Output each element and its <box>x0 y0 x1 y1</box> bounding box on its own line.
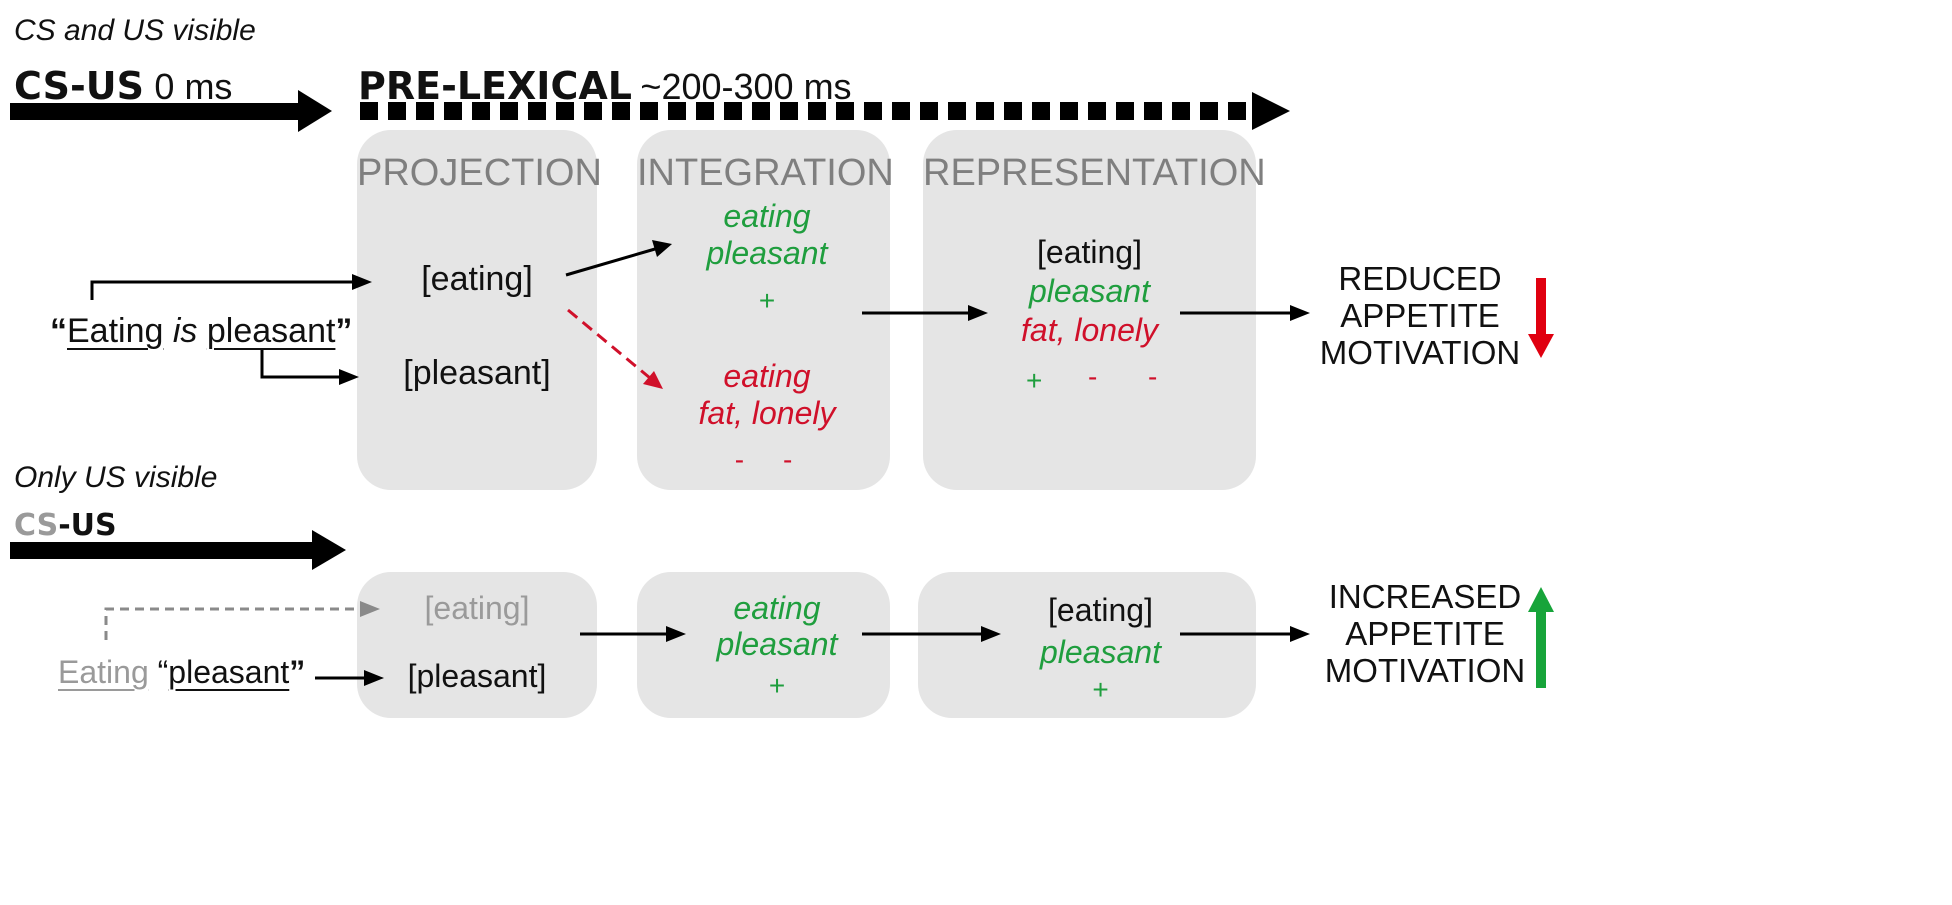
projection-panel-top <box>357 130 597 490</box>
csus-bold: CS-US <box>14 64 144 108</box>
us-part: -US <box>58 508 117 543</box>
projection-eating-bottom: [eating] <box>424 590 530 626</box>
condition-label-top: CS and US visible <box>14 14 256 47</box>
condition-label-bottom: Only US visible <box>14 461 218 494</box>
integration-to-representation-arrow-bottom <box>862 626 1001 642</box>
close-quote-bottom: ” <box>289 654 306 690</box>
stimulus-top: “Eating is pleasant” <box>50 312 352 351</box>
open-quote: “ <box>50 312 67 350</box>
projection-pleasant-bottom: [pleasant] <box>407 658 547 694</box>
close-quote: ” <box>335 312 353 350</box>
projection-eating-top: [eating] <box>421 260 533 298</box>
integration-negative-line2: fat, lonely <box>698 395 836 431</box>
csus-label: CS-US 0 ms <box>14 64 232 108</box>
stimulus-word-eating: Eating <box>67 312 164 350</box>
csus-bottom-timeline-arrow <box>10 530 346 570</box>
projection-pleasant-top: [pleasant] <box>403 354 551 392</box>
stimulus-to-pleasant-connector <box>260 350 359 385</box>
outcome-top-line1: REDUCED <box>1338 260 1502 297</box>
representation-header: REPRESENTATION <box>923 152 1266 194</box>
stimulus-to-eating-connector <box>90 274 372 300</box>
integration-negative-line1: eating <box>723 358 811 394</box>
down-red-arrow <box>1528 278 1554 358</box>
representation-minus-sign-2: - <box>1148 361 1158 392</box>
up-green-arrow <box>1528 587 1554 688</box>
representation-pleasant-bottom: pleasant <box>1040 634 1161 670</box>
outcome-top-line2: APPETITE <box>1340 297 1500 334</box>
prelexical-label: PRE-LEXICAL ~200-300 ms <box>358 64 852 108</box>
csus-bottom-label: CS-US <box>14 508 117 543</box>
cs-part-faded: CS <box>14 508 59 543</box>
integration-bottom-line1: eating <box>733 590 821 626</box>
integration-header: INTEGRATION <box>637 152 894 194</box>
projection-to-negative-integration-arrow <box>567 308 663 389</box>
projection-to-integration-arrow-bottom <box>580 626 686 642</box>
stimulus-word-pleasant: pleasant <box>206 312 336 350</box>
representation-plus-sign: + <box>1026 365 1043 396</box>
representation-eating-bottom: [eating] <box>1048 592 1153 628</box>
representation-minus-sign-1: - <box>1088 361 1098 392</box>
integration-bottom-sign: + <box>768 670 786 701</box>
integration-negative-signs: - - <box>734 444 793 475</box>
integration-positive-sign: + <box>758 285 776 316</box>
representation-fat-lonely-top: fat, lonely <box>1021 312 1158 348</box>
projection-header: PROJECTION <box>357 152 602 194</box>
open-quote-bottom: “ <box>157 654 169 690</box>
prelexical-bold: PRE-LEXICAL <box>358 64 632 108</box>
prelexical-timeline-arrow <box>360 92 1290 130</box>
csus-time: 0 ms <box>154 66 233 107</box>
representation-bottom-sign: + <box>1092 674 1109 705</box>
projection-to-positive-integration-arrow <box>565 240 672 277</box>
outcome-bottom-line2: APPETITE <box>1345 615 1505 652</box>
stimulus-word-is: is <box>172 312 198 350</box>
prelexical-time: ~200-300 ms <box>640 66 852 107</box>
integration-panel-bottom <box>637 572 890 718</box>
stimulus-bottom: Eating “pleasant” <box>58 654 305 691</box>
representation-to-outcome-arrow-bottom <box>1180 626 1310 642</box>
stimulus-to-faded-eating-connector <box>104 601 380 640</box>
representation-panel-bottom <box>918 572 1256 718</box>
outcome-bottom-line3: MOTIVATION <box>1324 652 1526 689</box>
integration-to-representation-arrow-top <box>862 305 988 321</box>
stimulus-word-eating-faded: Eating <box>58 654 149 690</box>
projection-panel-bottom <box>357 572 597 718</box>
stimulus-word-pleasant-bottom: pleasant <box>168 654 290 690</box>
csus-timeline-arrow <box>10 90 332 132</box>
integration-panel-top <box>637 130 890 490</box>
representation-pleasant-top: pleasant <box>1029 273 1150 309</box>
outcome-top-line3: MOTIVATION <box>1319 334 1521 371</box>
integration-bottom-line2: pleasant <box>716 626 838 662</box>
integration-positive-line1: eating <box>723 198 811 234</box>
integration-positive-line2: pleasant <box>706 235 828 271</box>
representation-eating-top: [eating] <box>1037 234 1142 270</box>
representation-to-outcome-arrow-top <box>1180 305 1310 321</box>
stimulus-to-pleasant-connector-bottom <box>315 670 384 686</box>
outcome-bottom-line1: INCREASED <box>1328 578 1522 615</box>
